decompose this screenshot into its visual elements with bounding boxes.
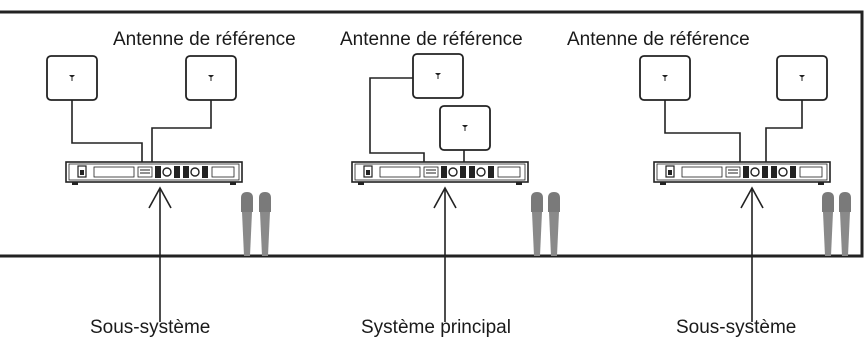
- antenna-cable: [664, 100, 741, 162]
- subsystem-label-left: Sous-système: [90, 317, 210, 338]
- antenna-icon: [776, 55, 828, 101]
- antenna-icon: [412, 53, 464, 99]
- subsystem-label-right: Sous-système: [676, 317, 796, 338]
- ref-antenna-label-2: Antenne de référence: [340, 29, 523, 50]
- receiver-rack-icon: [653, 161, 831, 186]
- antenna-cable: [71, 100, 143, 162]
- handheld-microphone-icon: [531, 192, 543, 256]
- receiver-rack-icon: [351, 161, 529, 186]
- main-system-label: Système principal: [361, 317, 511, 338]
- antenna-cable: [765, 100, 803, 162]
- handheld-microphone-icon: [839, 192, 851, 256]
- handheld-microphone-icon: [822, 192, 834, 256]
- handheld-microphone-icon: [548, 192, 560, 256]
- antenna-icon: [639, 55, 691, 101]
- ref-antenna-label-1: Antenne de référence: [113, 29, 296, 50]
- receiver-rack-icon: [65, 161, 243, 186]
- handheld-microphone-icon: [241, 192, 253, 256]
- ref-antenna-label-3: Antenne de référence: [567, 29, 750, 50]
- antenna-cable: [151, 100, 212, 162]
- room-outline: [0, 10, 864, 258]
- antenna-icon: [46, 55, 98, 101]
- antenna-icon: [439, 105, 491, 151]
- handheld-microphone-icon: [259, 192, 271, 256]
- antenna-icon: [185, 55, 237, 101]
- antenna-cable: [369, 77, 425, 162]
